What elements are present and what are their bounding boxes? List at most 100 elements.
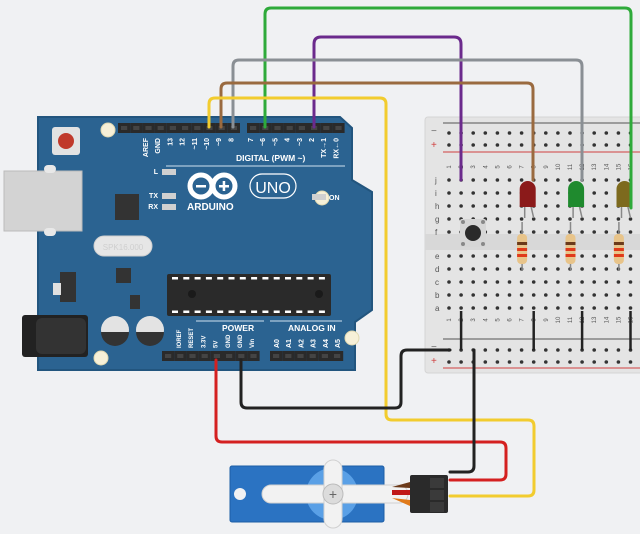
breadboard-hole[interactable] bbox=[519, 217, 524, 221]
breadboard-hole[interactable] bbox=[604, 254, 609, 258]
breadboard-hole[interactable] bbox=[544, 230, 548, 234]
breadboard-hole[interactable] bbox=[495, 131, 500, 135]
breadboard-hole[interactable] bbox=[556, 254, 560, 258]
breadboard-hole[interactable] bbox=[447, 254, 451, 258]
breadboard-hole[interactable] bbox=[556, 280, 560, 284]
breadboard-hole[interactable] bbox=[507, 230, 512, 234]
breadboard-hole[interactable] bbox=[531, 230, 536, 234]
breadboard-hole[interactable] bbox=[592, 267, 596, 271]
breadboard-hole[interactable] bbox=[580, 254, 584, 258]
breadboard-hole[interactable] bbox=[507, 254, 512, 258]
reset-button-cap[interactable] bbox=[58, 133, 74, 149]
wire-red[interactable] bbox=[214, 358, 508, 482]
breadboard-hole[interactable] bbox=[604, 267, 609, 271]
breadboard-hole[interactable] bbox=[495, 191, 500, 195]
breadboard-hole[interactable] bbox=[604, 280, 609, 284]
breadboard-hole[interactable] bbox=[483, 143, 488, 147]
breadboard-hole[interactable] bbox=[592, 178, 596, 182]
breadboard-hole[interactable] bbox=[471, 293, 476, 297]
breadboard-hole[interactable] bbox=[556, 230, 560, 234]
breadboard-hole[interactable] bbox=[471, 254, 476, 258]
breadboard-hole[interactable] bbox=[519, 178, 524, 182]
resistor[interactable] bbox=[565, 222, 576, 271]
breadboard-hole[interactable] bbox=[519, 360, 524, 364]
breadboard-hole[interactable] bbox=[628, 230, 633, 234]
wire-yellow[interactable] bbox=[207, 96, 536, 498]
breadboard-hole[interactable] bbox=[483, 280, 488, 284]
breadboard-hole[interactable] bbox=[568, 280, 572, 284]
resistor[interactable] bbox=[613, 222, 624, 271]
breadboard-hole[interactable] bbox=[556, 360, 560, 364]
push-button[interactable] bbox=[460, 219, 486, 247]
breadboard-hole[interactable] bbox=[556, 306, 560, 310]
breadboard-hole[interactable] bbox=[483, 178, 488, 182]
breadboard-hole[interactable] bbox=[604, 306, 609, 310]
servo-motor[interactable]: + bbox=[229, 459, 448, 529]
breadboard-hole[interactable] bbox=[616, 293, 621, 297]
breadboard-hole[interactable] bbox=[616, 178, 621, 182]
breadboard-hole[interactable] bbox=[447, 293, 451, 297]
breadboard-hole[interactable] bbox=[459, 360, 463, 364]
green-led[interactable] bbox=[568, 181, 585, 219]
breadboard-hole[interactable] bbox=[483, 131, 488, 135]
breadboard-hole[interactable] bbox=[507, 293, 512, 297]
breadboard-hole[interactable] bbox=[580, 230, 584, 234]
breadboard-hole[interactable] bbox=[495, 293, 500, 297]
breadboard-hole[interactable] bbox=[592, 204, 596, 208]
breadboard-hole[interactable] bbox=[580, 360, 584, 364]
breadboard-hole[interactable] bbox=[531, 306, 536, 310]
breadboard-hole[interactable] bbox=[592, 191, 596, 195]
breadboard-hole[interactable] bbox=[616, 143, 621, 147]
breadboard-hole[interactable] bbox=[556, 217, 560, 221]
breadboard-hole[interactable] bbox=[447, 280, 451, 284]
breadboard-hole[interactable] bbox=[507, 217, 512, 221]
breadboard-hole[interactable] bbox=[507, 306, 512, 310]
breadboard-hole[interactable] bbox=[592, 230, 596, 234]
breadboard-hole[interactable] bbox=[616, 348, 621, 352]
breadboard-hole[interactable] bbox=[556, 348, 560, 352]
breadboard-hole[interactable] bbox=[531, 293, 536, 297]
wire-black[interactable] bbox=[239, 348, 452, 410]
breadboard-hole[interactable] bbox=[592, 217, 596, 221]
wire-servo-ground[interactable] bbox=[448, 348, 476, 474]
push-button-cap[interactable] bbox=[465, 225, 481, 241]
breadboard-hole[interactable] bbox=[483, 293, 488, 297]
breadboard-hole[interactable] bbox=[471, 204, 476, 208]
breadboard-hole[interactable] bbox=[507, 131, 512, 135]
breadboard-hole[interactable] bbox=[447, 178, 451, 182]
breadboard-hole[interactable] bbox=[544, 293, 548, 297]
breadboard-hole[interactable] bbox=[495, 254, 500, 258]
breadboard-hole[interactable] bbox=[459, 306, 463, 310]
breadboard-hole[interactable] bbox=[604, 143, 609, 147]
breadboard-hole[interactable] bbox=[483, 267, 488, 271]
breadboard-hole[interactable] bbox=[544, 131, 548, 135]
breadboard-hole[interactable] bbox=[568, 178, 572, 182]
breadboard-hole[interactable] bbox=[447, 204, 451, 208]
breadboard-hole[interactable] bbox=[447, 267, 451, 271]
breadboard-hole[interactable] bbox=[507, 143, 512, 147]
breadboard-hole[interactable] bbox=[568, 293, 572, 297]
wire-green[interactable] bbox=[263, 6, 633, 210]
breadboard-hole[interactable] bbox=[580, 293, 584, 297]
breadboard-hole[interactable] bbox=[544, 178, 548, 182]
breadboard-hole[interactable] bbox=[580, 280, 584, 284]
breadboard-hole[interactable] bbox=[556, 131, 560, 135]
breadboard-hole[interactable] bbox=[592, 360, 596, 364]
breadboard-hole[interactable] bbox=[628, 360, 633, 364]
breadboard-hole[interactable] bbox=[471, 267, 476, 271]
breadboard-hole[interactable] bbox=[604, 131, 609, 135]
breadboard-hole[interactable] bbox=[628, 293, 633, 297]
breadboard-hole[interactable] bbox=[471, 178, 476, 182]
breadboard-hole[interactable] bbox=[447, 306, 451, 310]
breadboard-hole[interactable] bbox=[628, 217, 633, 221]
breadboard-hole[interactable] bbox=[616, 360, 621, 364]
breadboard-hole[interactable] bbox=[459, 254, 463, 258]
breadboard-hole[interactable] bbox=[556, 267, 560, 271]
wire-gray[interactable] bbox=[231, 58, 584, 182]
breadboard-hole[interactable] bbox=[495, 360, 500, 364]
breadboard-hole[interactable] bbox=[568, 360, 572, 364]
breadboard-hole[interactable] bbox=[495, 143, 500, 147]
breadboard-hole[interactable] bbox=[628, 306, 633, 310]
breadboard-hole[interactable] bbox=[507, 348, 512, 352]
